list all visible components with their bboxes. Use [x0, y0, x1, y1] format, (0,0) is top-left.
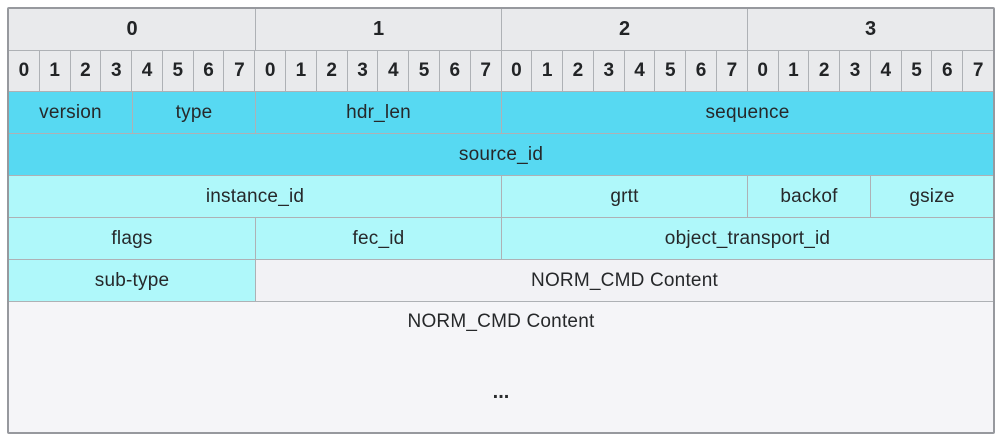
bit-label: 2: [69, 51, 101, 91]
bit-label: 6: [931, 51, 963, 91]
bit-label: 5: [654, 51, 686, 91]
field-sequence-cell: sequence: [501, 92, 993, 133]
bit-label: 7: [223, 51, 255, 91]
bit-label: 0: [254, 51, 286, 91]
bit-label: 3: [592, 51, 624, 91]
field-instance-id-cell: instance_id: [9, 176, 501, 217]
field-gsize-cell: gsize: [870, 176, 993, 217]
byte-index-1: 1: [255, 9, 501, 50]
field-norm-cmd-content-cell: NORM_CMD Content: [255, 260, 993, 301]
bit-label: 1: [531, 51, 563, 91]
bit-label: 1: [777, 51, 809, 91]
field-row-2: source_id: [9, 133, 993, 175]
bit-label: 1: [285, 51, 316, 91]
bit-label: 2: [315, 51, 347, 91]
field-backof-cell: backof: [747, 176, 870, 217]
bit-label: 3: [100, 51, 132, 91]
ellipsis-text: ...: [492, 381, 510, 403]
bit-label: 6: [438, 51, 470, 91]
bit-label: 6: [192, 51, 224, 91]
byte-index-row: 0 1 2 3: [9, 9, 993, 50]
bit-label: 4: [131, 51, 162, 91]
field-hdr-len-cell: hdr_len: [255, 92, 501, 133]
norm-packet-header-diagram: 0 1 2 3 0 1 2 3 4 5 6 7 0 1 2 3 4 5 6 7 …: [7, 7, 995, 434]
field-flags-cell: flags: [9, 218, 255, 259]
field-row-4: flags fec_id object_transport_id: [9, 217, 993, 259]
bit-label: 4: [623, 51, 655, 91]
bit-label: 4: [377, 51, 409, 91]
field-fec-id-cell: fec_id: [255, 218, 501, 259]
field-grtt-cell: grtt: [501, 176, 747, 217]
field-row-1: version type hdr_len sequence: [9, 91, 993, 133]
norm-cmd-content-body-cell: NORM_CMD Content ...: [9, 302, 993, 432]
byte-index-0: 0: [9, 9, 255, 50]
bit-label: 2: [562, 51, 593, 91]
bit-index-row: 0 1 2 3 4 5 6 7 0 1 2 3 4 5 6 7 0 1 2 3 …: [9, 50, 993, 91]
field-row-6: NORM_CMD Content ...: [9, 301, 993, 432]
bit-label: 3: [346, 51, 378, 91]
bit-label: 5: [408, 51, 439, 91]
field-object-transport-id-cell: object_transport_id: [501, 218, 993, 259]
bit-label: 0: [746, 51, 778, 91]
bit-label: 5: [161, 51, 193, 91]
bit-label: 2: [808, 51, 840, 91]
bit-label: 1: [38, 51, 70, 91]
field-source-id-cell: source_id: [9, 134, 993, 175]
bit-label: 7: [469, 51, 501, 91]
bit-label: 3: [839, 51, 870, 91]
bit-label: 6: [685, 51, 716, 91]
bit-label: 7: [962, 51, 993, 91]
bit-label: 0: [9, 51, 39, 91]
field-row-3: instance_id grtt backof gsize: [9, 175, 993, 217]
field-row-5: sub-type NORM_CMD Content: [9, 259, 993, 301]
byte-index-3: 3: [747, 9, 993, 50]
field-sub-type-cell: sub-type: [9, 260, 255, 301]
bit-label: 0: [500, 51, 532, 91]
bit-label: 5: [900, 51, 932, 91]
norm-cmd-content-body-label: NORM_CMD Content: [407, 311, 595, 332]
bit-label: 4: [869, 51, 901, 91]
bit-label: 7: [715, 51, 747, 91]
field-version-cell: version: [9, 92, 132, 133]
byte-index-2: 2: [501, 9, 747, 50]
field-type-cell: type: [132, 92, 255, 133]
